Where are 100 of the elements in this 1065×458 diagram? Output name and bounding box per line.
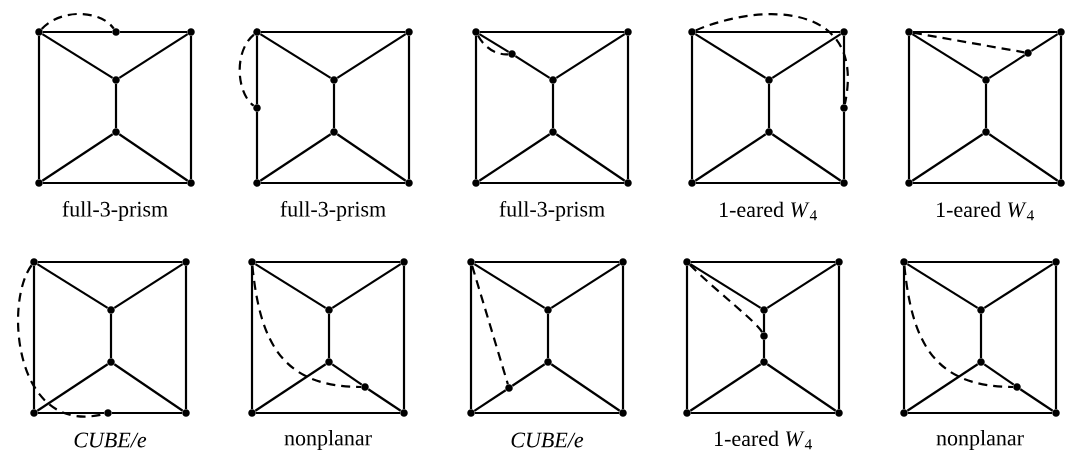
graph-edge [480, 181, 624, 185]
graph-edge [480, 30, 624, 34]
graph-edge [988, 54, 1026, 79]
graph-edge [478, 133, 551, 182]
graph-edge [255, 112, 259, 179]
graph-edge [837, 266, 841, 409]
graph-edge [511, 363, 546, 387]
graph-edge [1019, 388, 1054, 412]
graph-edge [689, 363, 762, 412]
dashed-edge [238, 33, 255, 107]
graph-edge [1030, 33, 1059, 52]
graph-edge [331, 363, 363, 386]
graph-edge [112, 411, 182, 415]
graph-edge [118, 33, 189, 79]
graph-edge [254, 263, 327, 309]
dashed-edge [251, 265, 362, 389]
graph-edge [41, 33, 114, 79]
graph-edge [767, 84, 771, 128]
dashed-edge [912, 31, 1025, 54]
graph-edge [907, 36, 911, 179]
graph-edge [685, 266, 689, 409]
graph-edge [979, 314, 983, 358]
graph-edge [407, 36, 411, 179]
graph-edge [546, 314, 550, 358]
graph-edge [913, 181, 1057, 185]
graph-edge [43, 30, 112, 34]
dashed-edge [903, 265, 1014, 389]
graph-edge [555, 133, 626, 182]
graph-edge [911, 133, 984, 182]
graph-caption: 1-eared W$_{4}$ [715, 430, 812, 450]
graph-edge [255, 36, 259, 104]
graph-edge [1054, 266, 1058, 409]
graph-edge [689, 263, 762, 309]
graph-edge [120, 30, 187, 34]
dashed-edge [695, 13, 849, 105]
graph-edge [250, 266, 254, 409]
graph-edge [367, 388, 402, 412]
graph-edge [694, 133, 767, 182]
graph-edge [1059, 36, 1063, 179]
graph-edge [261, 181, 405, 185]
graph-edge [550, 263, 621, 309]
graph-edge [256, 260, 400, 264]
graph-edge [254, 363, 327, 412]
graph-edge [189, 36, 193, 179]
graph-edge [551, 84, 555, 128]
graph-edge [43, 181, 187, 185]
graph-edge [38, 260, 182, 264]
graph-edge [766, 363, 837, 412]
graph-edge [626, 36, 630, 179]
graph-edge [908, 411, 1052, 415]
graph-edge [771, 33, 842, 79]
graph-edge [906, 263, 979, 309]
graph-edge [331, 263, 402, 309]
graph-edge [621, 266, 625, 409]
graph-edge [184, 266, 188, 409]
graph-edge [694, 33, 767, 79]
graph-caption: CUBE/e [74, 432, 147, 448]
graph-edge [41, 133, 114, 182]
graph-edge [902, 266, 906, 409]
graph-edge [327, 314, 331, 358]
graph-edge [113, 363, 184, 412]
dashed-edge [471, 265, 509, 385]
graph-edge [475, 411, 619, 415]
graph-edge [118, 133, 189, 182]
graph-caption: nonplanar [936, 430, 1024, 450]
graph-edge [696, 181, 840, 185]
graph-edge [38, 411, 104, 415]
graph-caption: full-3-prism [280, 200, 386, 222]
graph-edge [906, 363, 979, 412]
graph-edge [336, 133, 407, 182]
graph-edge [771, 133, 842, 182]
graph-edge [114, 84, 118, 128]
graph-edge [36, 263, 109, 309]
graph-edge [261, 30, 405, 34]
graph-edge [402, 266, 406, 409]
graph-caption: nonplanar [284, 430, 372, 450]
graph-caption: CUBE/e [511, 432, 584, 448]
graph-edge [842, 36, 846, 104]
graph-caption: full-3-prism [62, 200, 168, 222]
graph-caption: 1-eared W$_{4}$ [937, 201, 1034, 221]
graph-edge [550, 363, 621, 412]
graph-edge [908, 260, 1052, 264]
graph-caption: full-3-prism [499, 200, 605, 222]
graph-edge [259, 133, 332, 182]
graph-edge [259, 33, 332, 79]
graph-edge [474, 36, 478, 179]
graph-edge [696, 30, 840, 34]
dashed-edge [40, 12, 115, 30]
graph-edge [469, 266, 473, 409]
graph-edge [555, 33, 626, 79]
graph-edge [113, 263, 184, 309]
graph-edge [690, 36, 694, 179]
graph-caption: 1-eared W$_{4}$ [720, 201, 817, 221]
graph-edge [256, 411, 400, 415]
graph-edge [109, 314, 113, 358]
graph-edge [37, 36, 41, 179]
graph-edge [475, 260, 619, 264]
graph-edge [691, 260, 835, 264]
graph-edge [762, 314, 766, 332]
graph-edge [762, 340, 766, 358]
